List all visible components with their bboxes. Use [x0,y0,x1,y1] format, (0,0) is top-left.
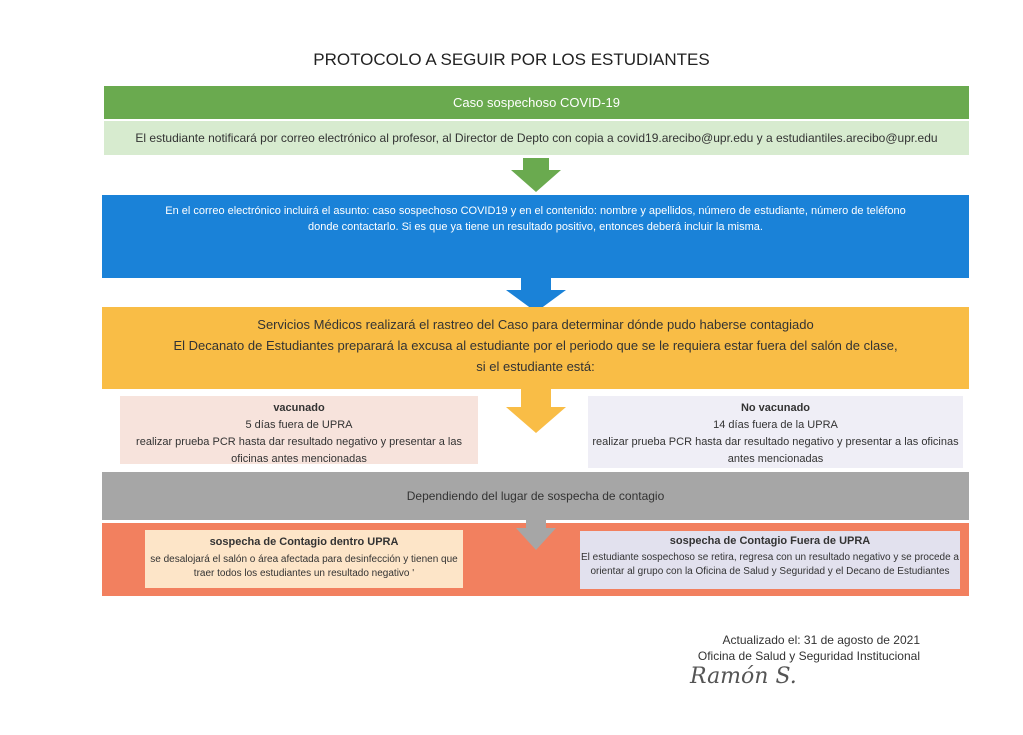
arrow-down-icon [516,520,556,550]
step2-line1: En el correo electrónico incluirá el asu… [165,205,906,217]
step3-line2: El Decanato de Estudiantes preparará la … [173,338,898,353]
fuera-text: El estudiante sospechoso se retira, regr… [580,552,959,577]
dentro-upra-box: sospecha de Contagio dentro UPRA se desa… [145,530,463,588]
dentro-title: sospecha de Contagio dentro UPRA [209,536,399,548]
step2-line2: donde contactarlo. Si es que ya tiene un… [308,221,763,233]
no-vacunado-days: 14 días fuera de la UPRA [713,419,838,431]
step1-text: El estudiante notificará por correo elec… [104,121,969,155]
step1-header: Caso sospechoso COVID-19 [104,86,969,119]
vacunado-text: realizar prueba PCR hasta dar resultado … [136,436,462,465]
no-vacunado-title: No vacunado [740,402,811,414]
updated-date: Actualizado el: 31 de agosto de 2021 [722,633,920,647]
signature: Ramón S. [690,664,797,689]
office-name: Oficina de Salud y Seguridad Institucion… [697,649,920,663]
step3-box: Servicios Médicos realizará el rastreo d… [102,307,969,389]
no-vacunado-box: No vacunado 14 días fuera de la UPRA rea… [588,396,963,468]
vacunado-box: vacunado 5 días fuera de UPRA realizar p… [120,396,478,465]
arrow-down-icon [506,278,566,312]
step3-line1: Servicios Médicos realizará el rastreo d… [257,317,814,332]
dentro-text: se desalojará el salón o área afectada p… [150,554,458,579]
step2-box: En el correo electrónico incluirá el asu… [102,195,969,278]
fuera-upra-box: sospecha de Contagio Fuera de UPRA El es… [580,531,960,589]
vacunado-days: 5 días fuera de UPRA [245,419,353,431]
no-vacunado-text: realizar prueba PCR hasta dar resultado … [592,436,959,465]
footer: Actualizado el: 31 de agosto de 2021 Ofi… [660,632,920,664]
step4-text: Dependiendo del lugar de sospecha de con… [102,472,969,520]
page-title: PROTOCOLO A SEGUIR POR LOS ESTUDIANTES [313,50,710,69]
vacunado-title: vacunado [273,402,325,414]
step3-line3: si el estudiante está: [476,359,595,374]
arrow-down-icon [511,158,561,192]
arrow-down-icon [506,389,566,433]
fuera-title: sospecha de Contagio Fuera de UPRA [669,535,871,547]
